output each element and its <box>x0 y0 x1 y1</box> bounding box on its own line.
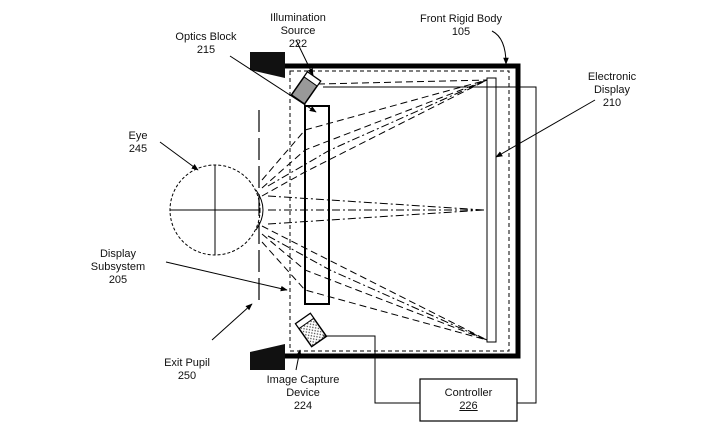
eye-line1: Eye <box>128 130 148 142</box>
optics-block-lens <box>304 105 330 305</box>
image-capture-device-line1: Image Capture <box>266 374 340 386</box>
electronic-display-line2: Display <box>593 84 631 96</box>
display-subsystem-line2: Subsystem <box>90 261 146 273</box>
exit-pupil-line1: Exit Pupil <box>164 357 210 369</box>
exit-pupil-label: Exit Pupil 250 <box>152 357 222 383</box>
front-rigid-body-line1: Front Rigid Body <box>420 13 502 25</box>
electronic-display-ref: 210 <box>602 97 622 109</box>
chief-rays <box>267 79 488 341</box>
light-rays <box>261 79 488 341</box>
illumination-source-line2: Source <box>280 25 316 37</box>
eye-ref: 245 <box>128 143 148 155</box>
display-subsystem-line1: Display <box>99 248 137 260</box>
controller-label: Controller 226 <box>420 387 517 413</box>
controller-ref: 226 <box>459 400 478 412</box>
exit-pupil-ref: 250 <box>177 370 197 382</box>
illumination-source-label: Illumination Source 222 <box>258 12 338 51</box>
display-subsystem-ref: 205 <box>108 274 128 286</box>
controller-wiring <box>323 86 537 404</box>
housing-top-flange <box>250 52 285 78</box>
front-rigid-body-ref: 105 <box>451 26 471 38</box>
image-capture-device-ref: 224 <box>293 400 313 412</box>
display-subsystem-label: Display Subsystem 205 <box>78 248 158 287</box>
optics-block-line1: Optics Block <box>175 31 237 43</box>
controller-line1: Controller <box>444 387 493 399</box>
leader-lines <box>159 30 596 371</box>
front-rigid-body-label: Front Rigid Body 105 <box>406 13 516 39</box>
controller-box <box>419 378 518 422</box>
illumination-source-line1: Illumination <box>270 12 326 24</box>
illumination-source-ref: 222 <box>288 38 308 50</box>
image-capture-device-label: Image Capture Device 224 <box>260 374 346 413</box>
front-rigid-body <box>250 52 521 370</box>
display-subsystem-boundary <box>289 70 510 352</box>
eye-graphic <box>169 164 264 256</box>
eye-label: Eye 245 <box>118 130 158 156</box>
image-capture-device-line2: Device <box>286 387 320 399</box>
optics-block-ref: 215 <box>196 44 216 56</box>
image-capture-device <box>294 312 328 348</box>
optics-block-label: Optics Block 215 <box>166 31 246 57</box>
electronic-display-label: Electronic Display 210 <box>572 71 652 110</box>
housing-bottom-flange <box>250 344 285 370</box>
electronic-display-line1: Electronic <box>587 71 637 83</box>
electronic-display-panel <box>486 77 497 343</box>
